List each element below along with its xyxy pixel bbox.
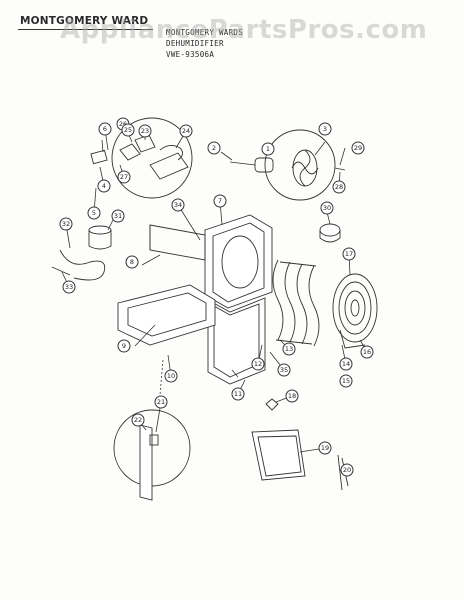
callout-35: 35 [277,363,291,377]
callout-16: 16 [360,345,374,359]
leader-lines [61,127,368,471]
callout-6: 6 [98,122,112,136]
header-line-brand: MONTGOMERY WARDS [166,28,244,37]
callout-13: 13 [282,342,296,356]
callout-30: 30 [320,201,334,215]
svg-text:32: 32 [62,220,70,228]
power-cord [59,249,106,281]
svg-text:27: 27 [120,173,128,181]
callout-17: 17 [342,247,356,261]
detail-circle-switch [113,409,191,501]
svg-text:23: 23 [141,127,149,135]
detail-circle-fan-motor [229,129,346,201]
compressor-can [88,225,112,250]
callout-22: 22 [131,413,145,427]
svg-text:8: 8 [130,258,134,266]
svg-text:26: 26 [119,120,127,128]
callout-3: 3 [318,122,332,136]
float [265,398,279,411]
svg-text:28: 28 [335,183,343,191]
callout-5: 5 [87,206,101,220]
mounting-bracket [149,224,206,261]
svg-text:25: 25 [124,126,132,134]
callout-10: 10 [164,369,178,383]
svg-text:1: 1 [266,145,270,153]
svg-text:17: 17 [345,250,353,258]
callout-2: 2 [207,141,221,155]
header-rule [18,29,153,30]
brand-title: MONTGOMERY WARD [20,15,149,27]
callout-18: 18 [285,389,299,403]
callout-33: 33 [62,280,76,294]
water-bucket [251,429,306,481]
svg-text:30: 30 [323,204,331,212]
svg-text:14: 14 [342,360,350,368]
callout-15: 15 [339,374,353,388]
svg-text:7: 7 [218,197,222,205]
callout-7: 7 [213,194,227,208]
svg-text:9: 9 [122,342,126,350]
capacitor [319,223,341,243]
svg-text:2: 2 [212,144,216,152]
callout-19: 19 [318,441,332,455]
svg-text:22: 22 [134,416,142,424]
callout-14: 14 [339,357,353,371]
callout-1: 1 [261,142,275,156]
header-line-product: DEHUMIDIFIER [166,39,224,48]
svg-text:33: 33 [65,283,73,291]
svg-text:24: 24 [182,127,190,135]
svg-text:20: 20 [343,466,351,474]
callout-25: 25 [121,123,135,137]
callout-8: 8 [125,255,139,269]
svg-text:13: 13 [285,345,293,353]
callout-21: 21 [154,395,168,409]
svg-text:21: 21 [157,398,165,406]
callout-34: 34 [171,198,185,212]
callout-29: 29 [351,141,365,155]
svg-text:31: 31 [114,212,122,220]
callout-31: 31 [111,209,125,223]
callout-20: 20 [340,463,354,477]
svg-text:11: 11 [234,390,242,398]
watermark: AppliancePartsPros.com [60,15,428,45]
svg-text:4: 4 [102,182,106,190]
svg-text:29: 29 [354,144,362,152]
svg-text:18: 18 [288,392,296,400]
callout-11: 11 [231,387,245,401]
svg-text:6: 6 [103,125,107,133]
condenser-coil [332,273,378,349]
svg-text:10: 10 [167,372,175,380]
svg-text:12: 12 [254,360,262,368]
evaporator-coil [272,259,320,347]
base-pan [117,284,216,346]
svg-text:19: 19 [321,444,329,452]
fan-shroud-housing [204,214,273,385]
callout-4: 4 [97,179,111,193]
svg-text:34: 34 [174,201,182,209]
callout-27: 27 [117,170,131,184]
callout-28: 28 [332,180,346,194]
svg-text:3: 3 [323,125,327,133]
svg-text:15: 15 [342,377,350,385]
callout-24: 24 [179,124,193,138]
svg-text:5: 5 [92,209,96,217]
svg-text:35: 35 [280,366,288,374]
callout-23: 23 [138,124,152,138]
header-line-model: VWE-93506A [166,50,215,59]
callout-32: 32 [59,217,73,231]
callout-9: 9 [117,339,131,353]
callout-12: 12 [251,357,265,371]
svg-text:16: 16 [363,348,371,356]
